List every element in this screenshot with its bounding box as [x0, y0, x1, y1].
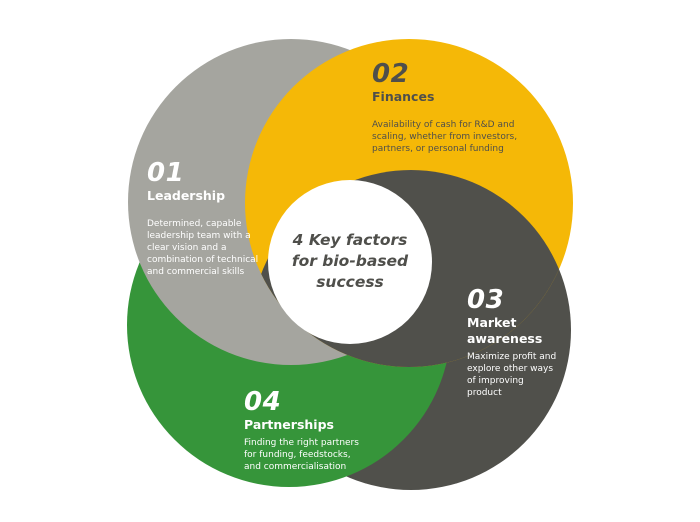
- factor-number: 02: [372, 59, 410, 89]
- factor-leadership: 01 Leadership Determined, capable leader…: [147, 160, 267, 278]
- factor-description: Availability of cash for R&D and scaling…: [372, 120, 518, 154]
- factor-partnerships: 04 Partnerships Finding the right partne…: [244, 389, 384, 473]
- factor-title: Market awareness: [467, 315, 543, 346]
- factor-number: 03: [467, 285, 505, 315]
- factor-title: Partnerships: [244, 417, 334, 432]
- factor-description: Maximize profit and explore other ways o…: [467, 352, 557, 398]
- factor-description: Determined, capable leadership team with…: [147, 219, 259, 277]
- factor-finances: 02 Finances Availability of cash for R&D…: [372, 61, 532, 155]
- factor-title: Leadership: [147, 188, 226, 203]
- center-title: 4 Key factors for bio-based success: [291, 231, 409, 291]
- factor-number: 04: [244, 387, 282, 417]
- factor-title: Finances: [372, 89, 435, 104]
- factor-market-awareness: 03 Market awareness Maximize profit and …: [467, 287, 567, 399]
- factor-description: Finding the right partners for funding, …: [244, 438, 359, 472]
- factor-number: 01: [147, 158, 185, 188]
- center-circle: [268, 180, 432, 344]
